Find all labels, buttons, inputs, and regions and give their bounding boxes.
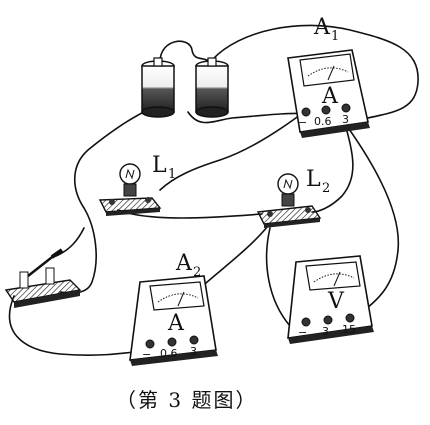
a2-terminal-06 — [167, 337, 177, 347]
l1-subscript: 1 — [168, 167, 176, 182]
ammeter-a1: A − 0.6 3 A 1 — [287, 15, 370, 138]
figure-caption: （第 3 题图） — [116, 388, 257, 412]
voltmeter-terminal-3 — [323, 315, 333, 325]
battery-cell-left — [141, 57, 175, 118]
wire-a1-minus-to-l1 — [159, 111, 305, 191]
switch — [4, 248, 82, 308]
voltmeter-terminal-minus — [301, 317, 311, 327]
l2-name: L — [306, 167, 321, 192]
a2-dial-letter: A — [167, 311, 185, 336]
wire-battery-link — [159, 40, 211, 63]
voltmeter-label-15: 15 — [342, 323, 356, 336]
a2-name: A — [175, 251, 193, 276]
l2-subscript: 2 — [322, 181, 330, 196]
lamp-l2: L 2 — [256, 167, 330, 228]
a1-label-minus: − — [298, 116, 307, 129]
lamp-l1: L 1 — [98, 153, 176, 216]
wire-switch-to-a2 — [8, 295, 151, 357]
a1-label-3: 3 — [342, 113, 349, 126]
wire-battery-bottom — [187, 111, 307, 124]
voltmeter: V − 3 15 — [287, 255, 374, 344]
battery-cell-right — [195, 57, 229, 118]
a1-subscript: 1 — [331, 29, 339, 44]
ammeter-a2: A − 0.6 3 A 2 — [129, 251, 218, 366]
a1-terminal-3 — [341, 103, 351, 113]
wire-a1-to-voltmeter — [343, 121, 400, 321]
wire-battery-to-a1 — [211, 24, 419, 121]
voltmeter-terminal-15 — [345, 313, 355, 323]
a2-label-3: 3 — [190, 345, 197, 358]
voltmeter-label-3: 3 — [322, 325, 329, 338]
a2-label-06: 0.6 — [160, 347, 178, 360]
a1-dial-letter: A — [321, 84, 339, 109]
a2-terminal-minus — [145, 339, 155, 349]
a2-terminal-3 — [189, 335, 199, 345]
wire-battery-to-l1 — [59, 107, 153, 294]
a2-subscript: 2 — [193, 265, 201, 280]
battery — [141, 57, 229, 118]
a1-name: A — [313, 15, 331, 40]
a1-terminal-minus — [301, 107, 311, 117]
l1-name: L — [152, 153, 167, 178]
wire-switch-up — [55, 227, 85, 257]
wire-a1-to-l2 — [311, 119, 354, 213]
a2-label-minus: − — [142, 348, 151, 361]
a1-terminal-06 — [321, 105, 331, 115]
a1-label-06: 0.6 — [314, 115, 332, 128]
voltmeter-dial-letter: V — [327, 289, 345, 314]
voltmeter-label-minus: − — [298, 326, 307, 339]
